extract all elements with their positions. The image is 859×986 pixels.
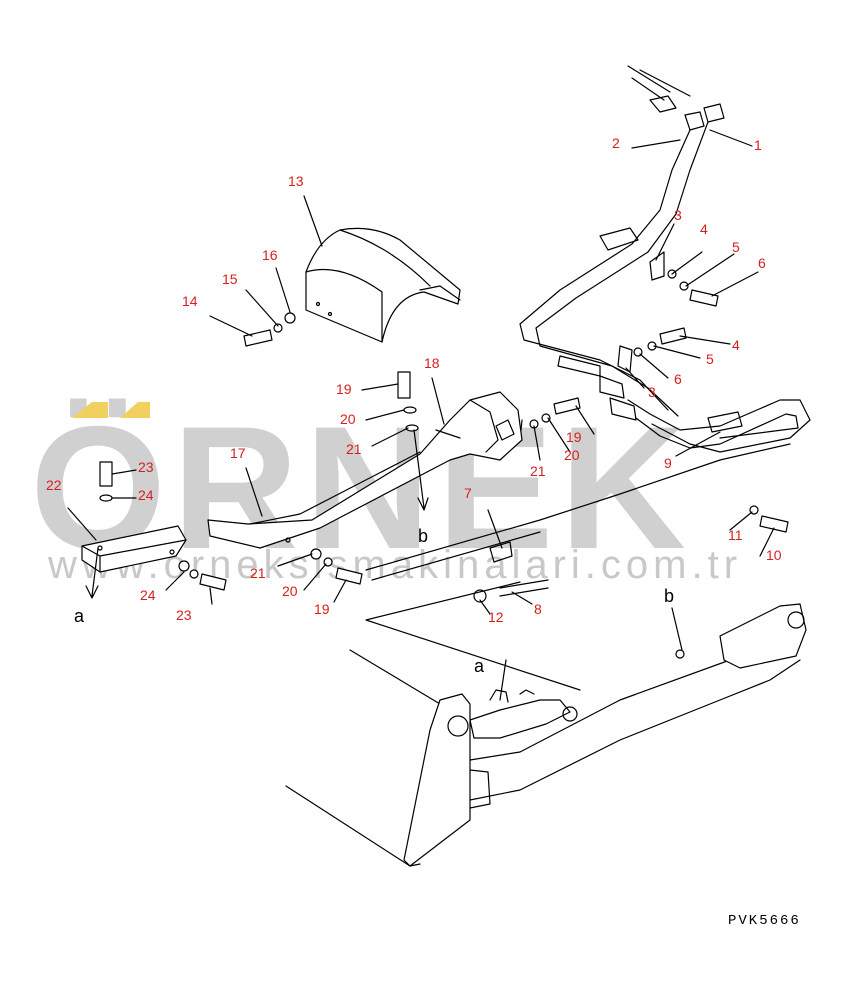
callout-16: 16	[262, 247, 278, 263]
callout-19: 19	[566, 429, 582, 445]
callout-18: 18	[424, 355, 440, 371]
watermark-umlaut-dot	[120, 402, 150, 418]
callout-15: 15	[222, 271, 238, 287]
callout-11: 11	[728, 527, 743, 543]
callout-4: 4	[700, 221, 708, 237]
drawing-code: PVK5666	[728, 913, 801, 929]
callout-22: 22	[46, 477, 62, 493]
callout-6: 6	[674, 371, 682, 387]
callout-13: 13	[288, 173, 304, 189]
reference-b: b	[664, 586, 674, 606]
callout-labels: 1234563456789101112131415161718192021192…	[46, 135, 782, 625]
callout-5: 5	[732, 239, 740, 255]
callout-3: 3	[648, 384, 656, 400]
watermark-umlaut-dot	[72, 402, 108, 418]
callout-10: 10	[766, 547, 782, 563]
frame-and-cylinder	[285, 581, 807, 867]
reference-a: a	[474, 656, 485, 676]
callout-23: 23	[138, 459, 154, 475]
callout-3: 3	[674, 207, 682, 223]
callout-9: 9	[664, 455, 672, 471]
callout-23: 23	[176, 607, 192, 623]
rod-7-and-fittings	[365, 443, 791, 603]
callout-4: 4	[732, 337, 740, 353]
callout-2: 2	[612, 135, 620, 151]
reference-letters: a a b b	[74, 526, 674, 676]
guard-cover-13	[305, 227, 461, 343]
callout-1: 1	[754, 137, 762, 153]
callout-20: 20	[340, 411, 356, 427]
callout-21: 21	[530, 463, 546, 479]
callout-12: 12	[488, 609, 504, 625]
callout-21: 21	[346, 441, 362, 457]
hardware-set	[99, 251, 789, 591]
leader-lines	[67, 129, 775, 701]
callout-21: 21	[250, 565, 266, 581]
callout-20: 20	[564, 447, 580, 463]
callout-5: 5	[706, 351, 714, 367]
callout-24: 24	[138, 487, 154, 503]
callout-17: 17	[230, 445, 246, 461]
callout-19: 19	[336, 381, 352, 397]
callout-6: 6	[758, 255, 766, 271]
guard-17-18	[207, 391, 523, 549]
reference-b: b	[418, 526, 428, 546]
callout-20: 20	[282, 583, 298, 599]
callout-14: 14	[182, 293, 198, 309]
callout-19: 19	[314, 601, 330, 617]
reference-a: a	[74, 606, 85, 626]
callout-24: 24	[140, 587, 156, 603]
hoses	[519, 65, 811, 453]
bracket-22	[81, 525, 187, 573]
callout-7: 7	[464, 485, 472, 501]
callout-8: 8	[534, 601, 542, 617]
